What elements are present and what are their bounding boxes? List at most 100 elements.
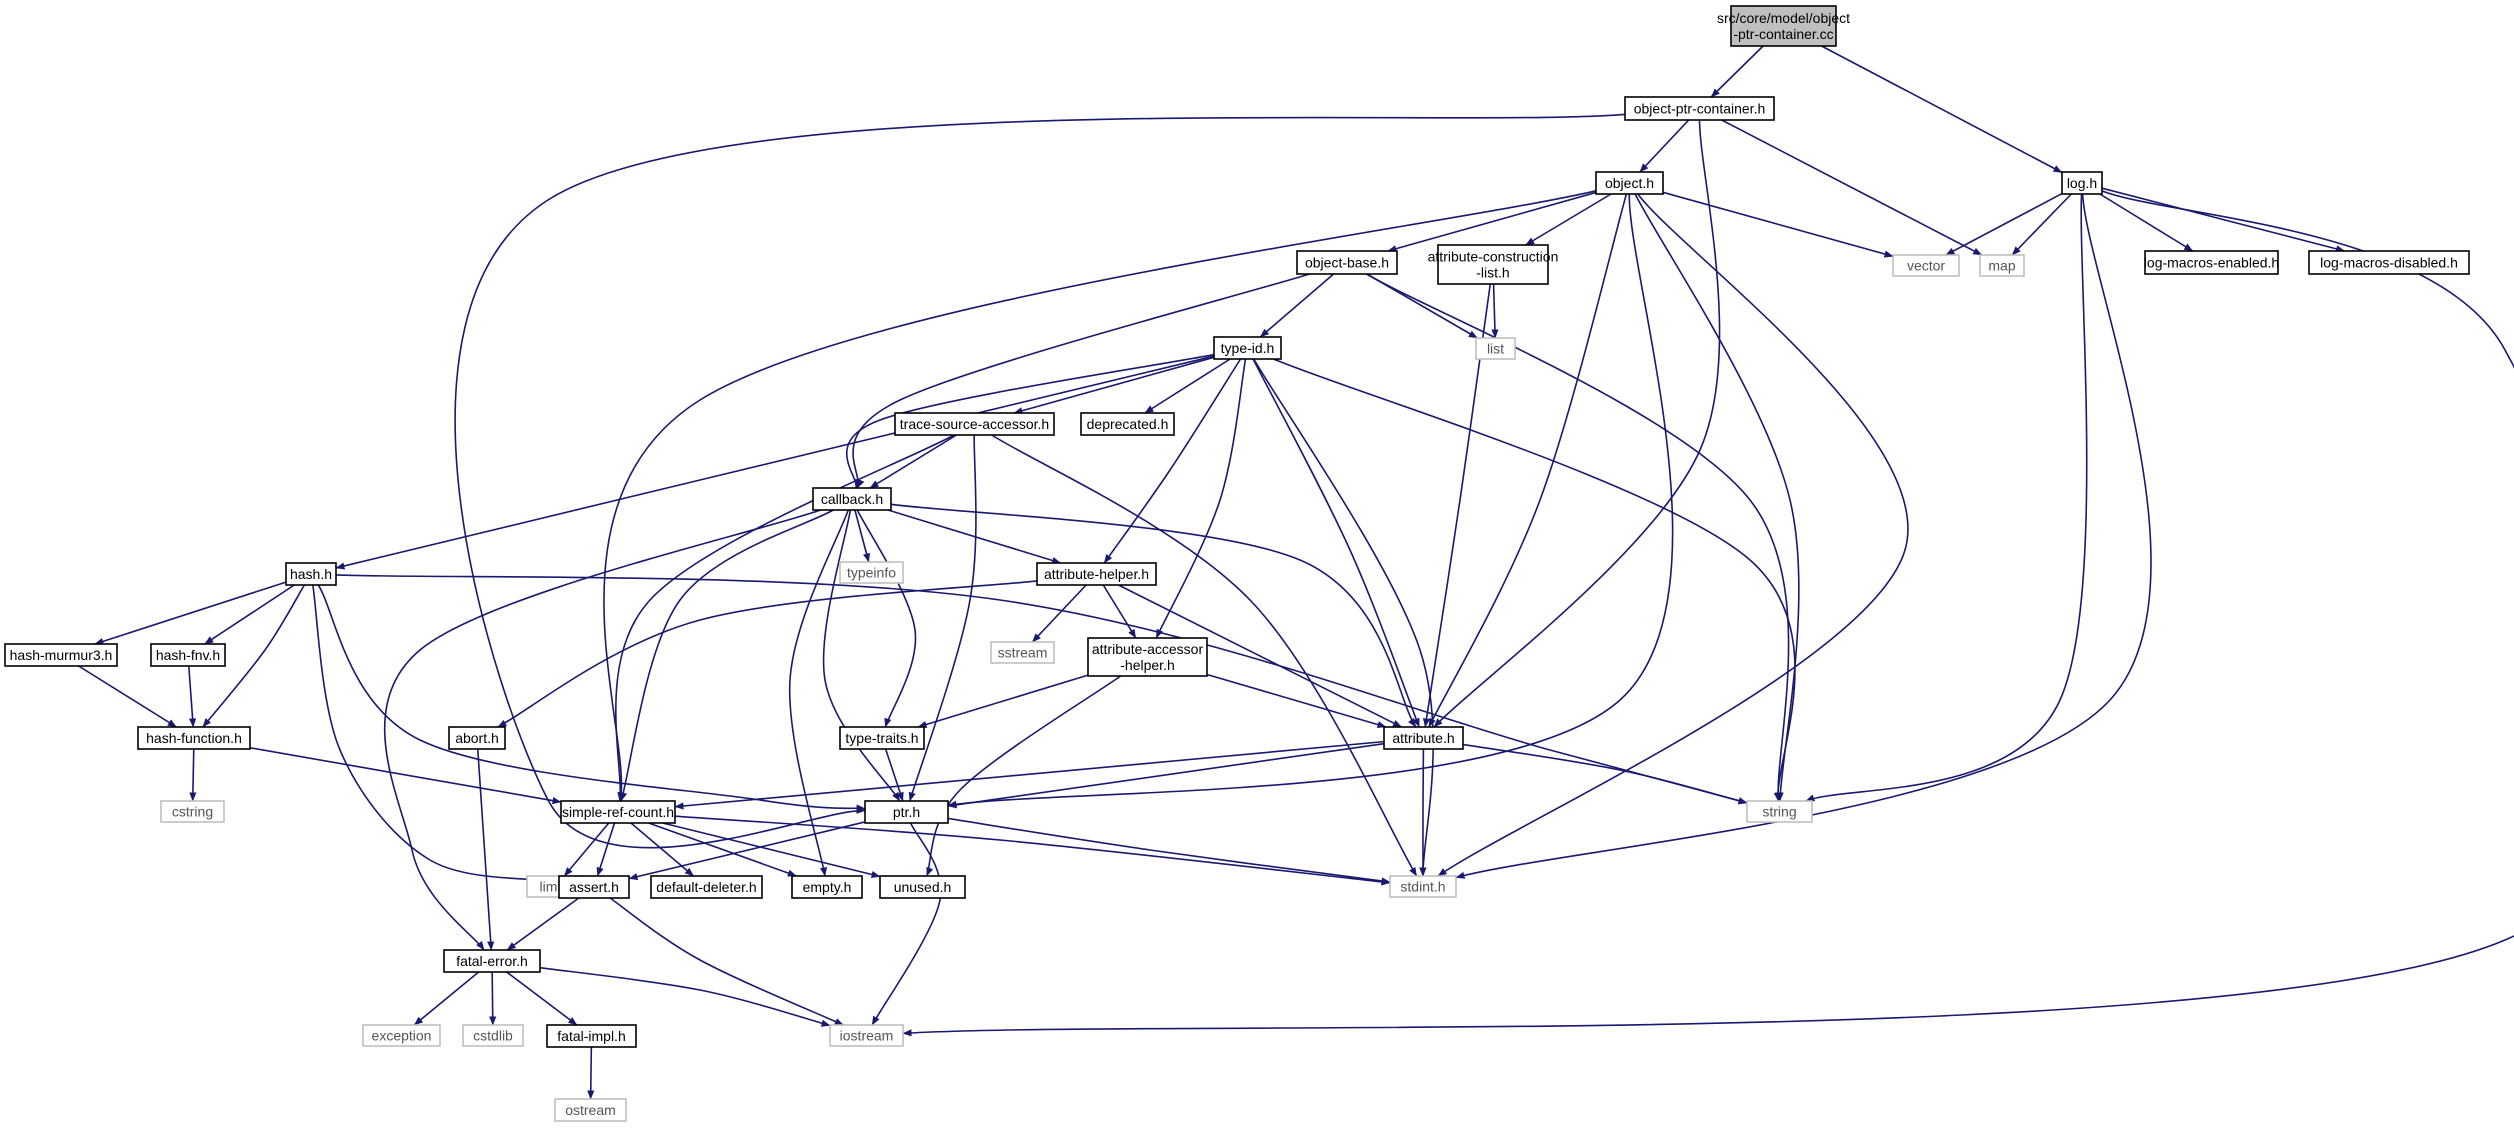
node-label-list: list [1487, 341, 1504, 357]
edge-attribute-construction-list-to-list [1491, 283, 1499, 339]
edge-fatal-impl-to-ostream [587, 1046, 595, 1100]
edge-log-to-log-macros-enabled [2099, 193, 2194, 252]
edge-log-to-string [1805, 193, 2088, 802]
edge-attribute-accessor-helper-to-unused [926, 675, 1122, 877]
node-attribute[interactable]: attribute.h [1383, 726, 1464, 750]
node-box-deprecated [1080, 412, 1175, 436]
node-box-string [1746, 800, 1813, 823]
edge-ptr-to-assert [628, 821, 866, 881]
node-label-callback: callback.h [821, 491, 883, 507]
node-attribute-accessor-helper[interactable]: attribute-accessor-helper.h [1087, 637, 1208, 677]
node-ostream: ostream [554, 1098, 627, 1122]
node-fatal-error[interactable]: fatal-error.h [443, 949, 541, 973]
node-box-cstdlib [462, 1024, 524, 1047]
edge-attribute-to-string [1462, 743, 1748, 805]
node-label-simple-ref-count: simple-ref-count.h [562, 804, 674, 820]
edge-type-id-to-hash [335, 355, 1215, 570]
node-hash-function[interactable]: hash-function.h [137, 726, 251, 750]
node-object[interactable]: object.h [1595, 171, 1664, 195]
node-object-base[interactable]: object-base.h [1296, 250, 1398, 275]
node-box-abort [448, 726, 506, 750]
edge-object-to-ptr [947, 193, 1674, 808]
node-log[interactable]: log.h [2061, 171, 2103, 195]
edge-layer [78, 45, 2514, 1100]
edge-assert-to-fatal-error [506, 897, 580, 951]
node-unused[interactable]: unused.h [879, 875, 966, 899]
node-exception: exception [362, 1024, 441, 1047]
edge-object-to-object-base [1387, 191, 1597, 253]
node-box-trace-source-accessor [894, 412, 1055, 436]
node-simple-ref-count[interactable]: simple-ref-count.h [560, 800, 676, 824]
node-label-object: object.h [1605, 175, 1654, 191]
node-attribute-construction-list[interactable]: attribute-construction-list.h [1428, 244, 1559, 285]
node-box-vector [1892, 254, 1960, 277]
node-log-macros-disabled[interactable]: log-macros-disabled.h [2308, 250, 2470, 275]
node-hash-murmur3[interactable]: hash-murmur3.h [4, 643, 118, 667]
node-trace-source-accessor[interactable]: trace-source-accessor.h [894, 412, 1055, 436]
node-attribute-helper[interactable]: attribute-helper.h [1036, 562, 1157, 586]
node-root[interactable]: src/core/model/object-ptr-container.cc [1717, 5, 1850, 47]
node-hash-fnv[interactable]: hash-fnv.h [150, 643, 226, 667]
node-label-attribute-construction-list: -list.h [1476, 265, 1509, 281]
node-label-sstream: sstream [998, 645, 1048, 661]
node-box-log-macros-disabled [2308, 250, 2470, 275]
edge-fatal-error-to-iostream [539, 966, 831, 1027]
edge-type-id-to-attribute-helper [1103, 358, 1242, 564]
node-box-empty [791, 875, 863, 899]
edge-attribute-to-ptr [947, 742, 1385, 809]
edge-log-to-log-macros-disabled [2101, 187, 2346, 253]
node-typeinfo: typeinfo [839, 561, 904, 584]
node-label-log: log.h [2067, 175, 2097, 191]
edge-type-traits-to-ptr [884, 748, 904, 802]
node-box-sstream [990, 641, 1055, 664]
edge-root-to-object-ptr-container [1710, 45, 1764, 98]
node-box-attribute [1383, 726, 1464, 750]
node-label-log-macros-enabled: log-macros-enabled.h [2144, 255, 2279, 271]
node-box-hash-murmur3 [4, 643, 118, 667]
node-default-deleter[interactable]: default-deleter.h [650, 875, 763, 899]
node-box-iostream [829, 1024, 904, 1047]
node-label-attribute-construction-list: attribute-construction [1428, 249, 1559, 265]
node-label-attribute: attribute.h [1392, 730, 1454, 746]
node-abort[interactable]: abort.h [448, 726, 506, 750]
node-label-type-id: type-id.h [1221, 340, 1275, 356]
node-assert[interactable]: assert.h [558, 875, 630, 899]
node-label-type-traits: type-traits.h [845, 730, 918, 746]
node-box-hash-function [137, 726, 251, 750]
edge-callback-to-fatal-error [383, 509, 821, 951]
edge-object-ptr-container-to-map [1721, 119, 1983, 256]
edge-object-to-attribute-construction-list [1525, 193, 1612, 246]
node-deprecated[interactable]: deprecated.h [1080, 412, 1175, 436]
node-label-hash-function: hash-function.h [146, 730, 242, 746]
edge-fatal-error-to-cstdlib [489, 971, 497, 1026]
edge-simple-ref-count-to-default-deleter [630, 822, 695, 877]
node-label-ostream: ostream [565, 1102, 616, 1118]
edge-object-to-vector [1662, 191, 1894, 258]
edge-attribute-helper-to-sstream [1031, 584, 1087, 643]
node-cstring: cstring [160, 800, 225, 823]
node-label-exception: exception [372, 1028, 432, 1044]
edge-hash-fnv-to-hash-function [187, 665, 197, 728]
node-type-id[interactable]: type-id.h [1213, 336, 1282, 360]
node-hash[interactable]: hash.h [285, 562, 337, 586]
edge-object-to-string [1634, 193, 1800, 802]
node-fatal-impl[interactable]: fatal-impl.h [546, 1024, 637, 1048]
node-type-traits[interactable]: type-traits.h [839, 726, 925, 750]
node-label-abort: abort.h [455, 730, 499, 746]
node-ptr[interactable]: ptr.h [864, 800, 949, 824]
node-empty[interactable]: empty.h [791, 875, 863, 899]
node-object-ptr-container[interactable]: object-ptr-container.h [1624, 96, 1775, 121]
node-box-object [1595, 171, 1664, 195]
edge-object-to-attribute [1428, 193, 1628, 728]
edge-object-base-to-type-id [1259, 273, 1335, 338]
node-box-ptr [864, 800, 949, 824]
edge-hash-to-hash-fnv [204, 584, 295, 645]
edge-hash-function-to-cstring [189, 748, 197, 802]
node-label-hash: hash.h [290, 566, 332, 582]
node-callback[interactable]: callback.h [812, 487, 892, 511]
edge-simple-ref-count-to-unused [662, 822, 881, 878]
edge-callback-to-ptr [822, 509, 901, 802]
edge-object-ptr-container-to-object [1639, 119, 1690, 173]
node-log-macros-enabled[interactable]: log-macros-enabled.h [2144, 250, 2279, 275]
